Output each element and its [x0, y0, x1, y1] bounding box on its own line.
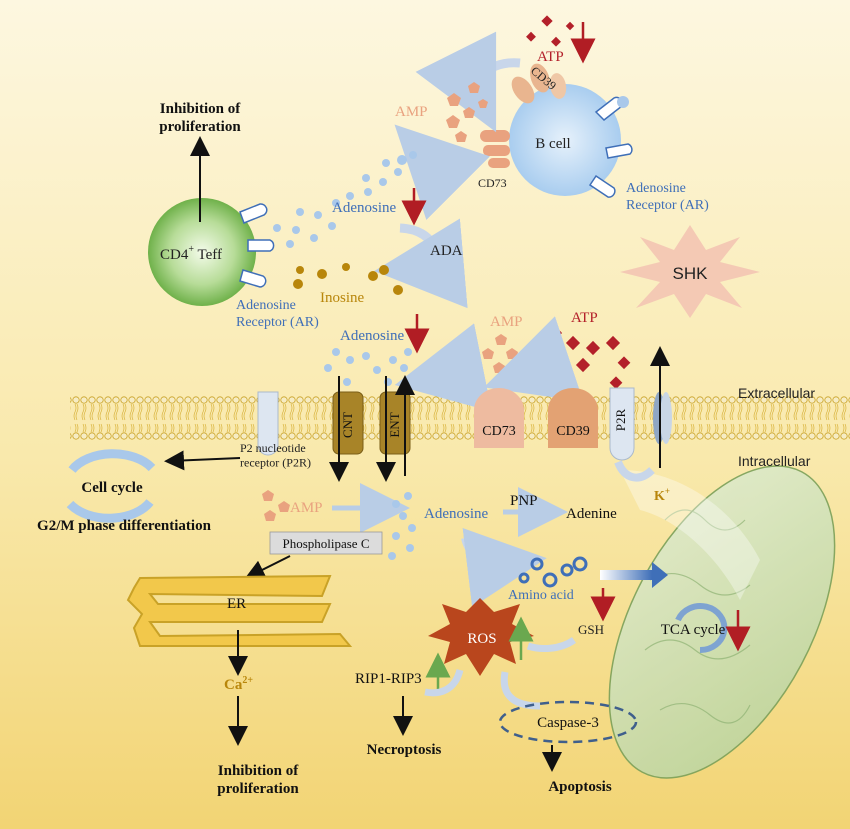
atp-top-label: ATP [537, 49, 564, 65]
shk-star: SHK [620, 225, 760, 318]
k-sup: + [665, 486, 670, 496]
adenine-label: Adenine [566, 506, 617, 522]
inhibition-top-text-line2: proliferation [159, 119, 241, 135]
tca-label: TCA cycle [661, 622, 726, 638]
teff-receptors [239, 203, 275, 288]
er-organelle [126, 574, 353, 647]
cd73-membrane-label: CD73 [482, 424, 515, 439]
ar-left-line1-line2: Receptor (AR) [236, 315, 319, 330]
ros-label: ROS [467, 631, 496, 647]
amino-acid-rings [518, 556, 588, 588]
ar-left-line1: Adenosine [236, 298, 296, 313]
plc-to-er-arrow [244, 555, 291, 579]
inhibition-top-text: Inhibition of [160, 101, 241, 117]
g2m-label: G2/M phase differentiation [37, 518, 212, 534]
apoptosis-label: Apoptosis [548, 779, 612, 795]
p2-receptor-text-line2: receptor (P2R) [240, 455, 311, 469]
cd4-text: CD4 [160, 247, 189, 263]
ar-right-line1: Adenosine [626, 181, 686, 196]
adenosine-dot [617, 96, 629, 108]
cnt-label: CNT [340, 412, 355, 438]
caspase-ellipse [498, 700, 638, 744]
ada-label: ADA [430, 243, 463, 259]
ca-label: Ca2+ [224, 675, 253, 693]
cd73-membrane: CD73 [474, 388, 524, 448]
cd73-top-label: CD73 [478, 176, 507, 190]
necroptosis-label: Necroptosis [367, 742, 442, 758]
amp-mid-label: AMP [490, 314, 523, 330]
adenosine-to-amino-arrow [461, 527, 547, 608]
k-text: K [654, 489, 665, 504]
gsh-label: GSH [578, 622, 604, 637]
cell-cycle-ring [66, 449, 156, 523]
inhibition-bottom-text-line2: proliferation [217, 781, 299, 797]
extracellular-label: Extracellular [738, 385, 815, 401]
k-plus-label: K+ [654, 486, 670, 504]
cd39-membrane-label: CD39 [556, 424, 589, 439]
ros-star: ROS [428, 598, 534, 676]
amino-to-tca-arrow-head [652, 562, 668, 588]
cell-membrane [70, 396, 850, 440]
amp-intra-label: AMP [290, 500, 323, 516]
cnt-transporter: CNT [332, 391, 364, 455]
p2-receptor-text: P2 nucleotide [240, 441, 306, 455]
k-channel [653, 392, 672, 444]
pnp-label: PNP [510, 493, 538, 509]
atp-to-amp-arrow [415, 31, 521, 133]
p2r-k-arrow [614, 460, 655, 482]
teff-text: Teff [194, 247, 222, 263]
amp-to-adenosine-arrow [394, 124, 491, 221]
b-cell-label: B cell [535, 136, 570, 152]
atp-to-amp-mid-arrow [483, 316, 584, 402]
er-label: ER [227, 596, 246, 612]
cd39-membrane: CD39 [548, 388, 598, 448]
cd4-sup: + [188, 244, 194, 255]
intracellular-label: Intracellular [738, 453, 811, 469]
p2r-receptor: P2R [609, 387, 635, 461]
phospholipase-label: Phospholipase C [282, 536, 369, 551]
ros-to-rip-arrow [424, 668, 464, 697]
ada-arrow [374, 218, 468, 309]
amino-to-tca-arrow-body [600, 570, 652, 580]
rip-label: RIP1-RIP3 [355, 671, 422, 687]
cd4-teff-label: CD4+ Teff [160, 244, 222, 263]
gsh-arrow [526, 637, 577, 652]
amp-top-label: AMP [395, 104, 428, 120]
ca-sup: 2+ [242, 675, 253, 686]
atp-mid-label: ATP [571, 310, 598, 326]
p2-receptor-left [257, 391, 279, 456]
inhibition-bottom-text: Inhibition of [218, 763, 299, 779]
adenosine-dots-intra [388, 492, 416, 560]
ent-transporter: ENT [379, 391, 411, 455]
p2r-to-cell-cycle-arrow [164, 450, 241, 471]
amino-acid-label: Amino acid [508, 588, 574, 603]
p2r-label: P2R [613, 408, 628, 431]
amp-pentagons-intra [262, 490, 290, 521]
inosine-label: Inosine [320, 290, 365, 306]
b-cell: B cell [509, 84, 621, 196]
adenosine-dots-top [273, 151, 417, 248]
tca-cycle [675, 603, 728, 654]
phospholipase-c-box: Phospholipase C [269, 531, 383, 555]
cd39-b-cell [511, 63, 567, 104]
ent-label: ENT [387, 412, 402, 437]
inhibition-bottom-label: Inhibition of proliferation [217, 763, 299, 797]
adenosine-low-label: Adenosine [340, 328, 404, 344]
shk-label: SHK [673, 264, 709, 283]
adenosine-mid-label: Adenosine [332, 200, 396, 216]
inosine-dots [293, 263, 403, 295]
cd4-teff-cell: CD4+ Teff [148, 198, 256, 306]
adenosine-intra-label: Adenosine [424, 506, 488, 522]
amp-to-adenosine-mid-arrow [394, 323, 492, 412]
caspase-label: Caspase-3 [537, 715, 599, 731]
inhibition-top-label: Inhibition of proliferation [159, 101, 241, 135]
ca-text: Ca [224, 677, 243, 693]
cell-cycle-label: Cell cycle [81, 480, 143, 496]
ar-right-line1-line2: Receptor (AR) [626, 198, 709, 213]
